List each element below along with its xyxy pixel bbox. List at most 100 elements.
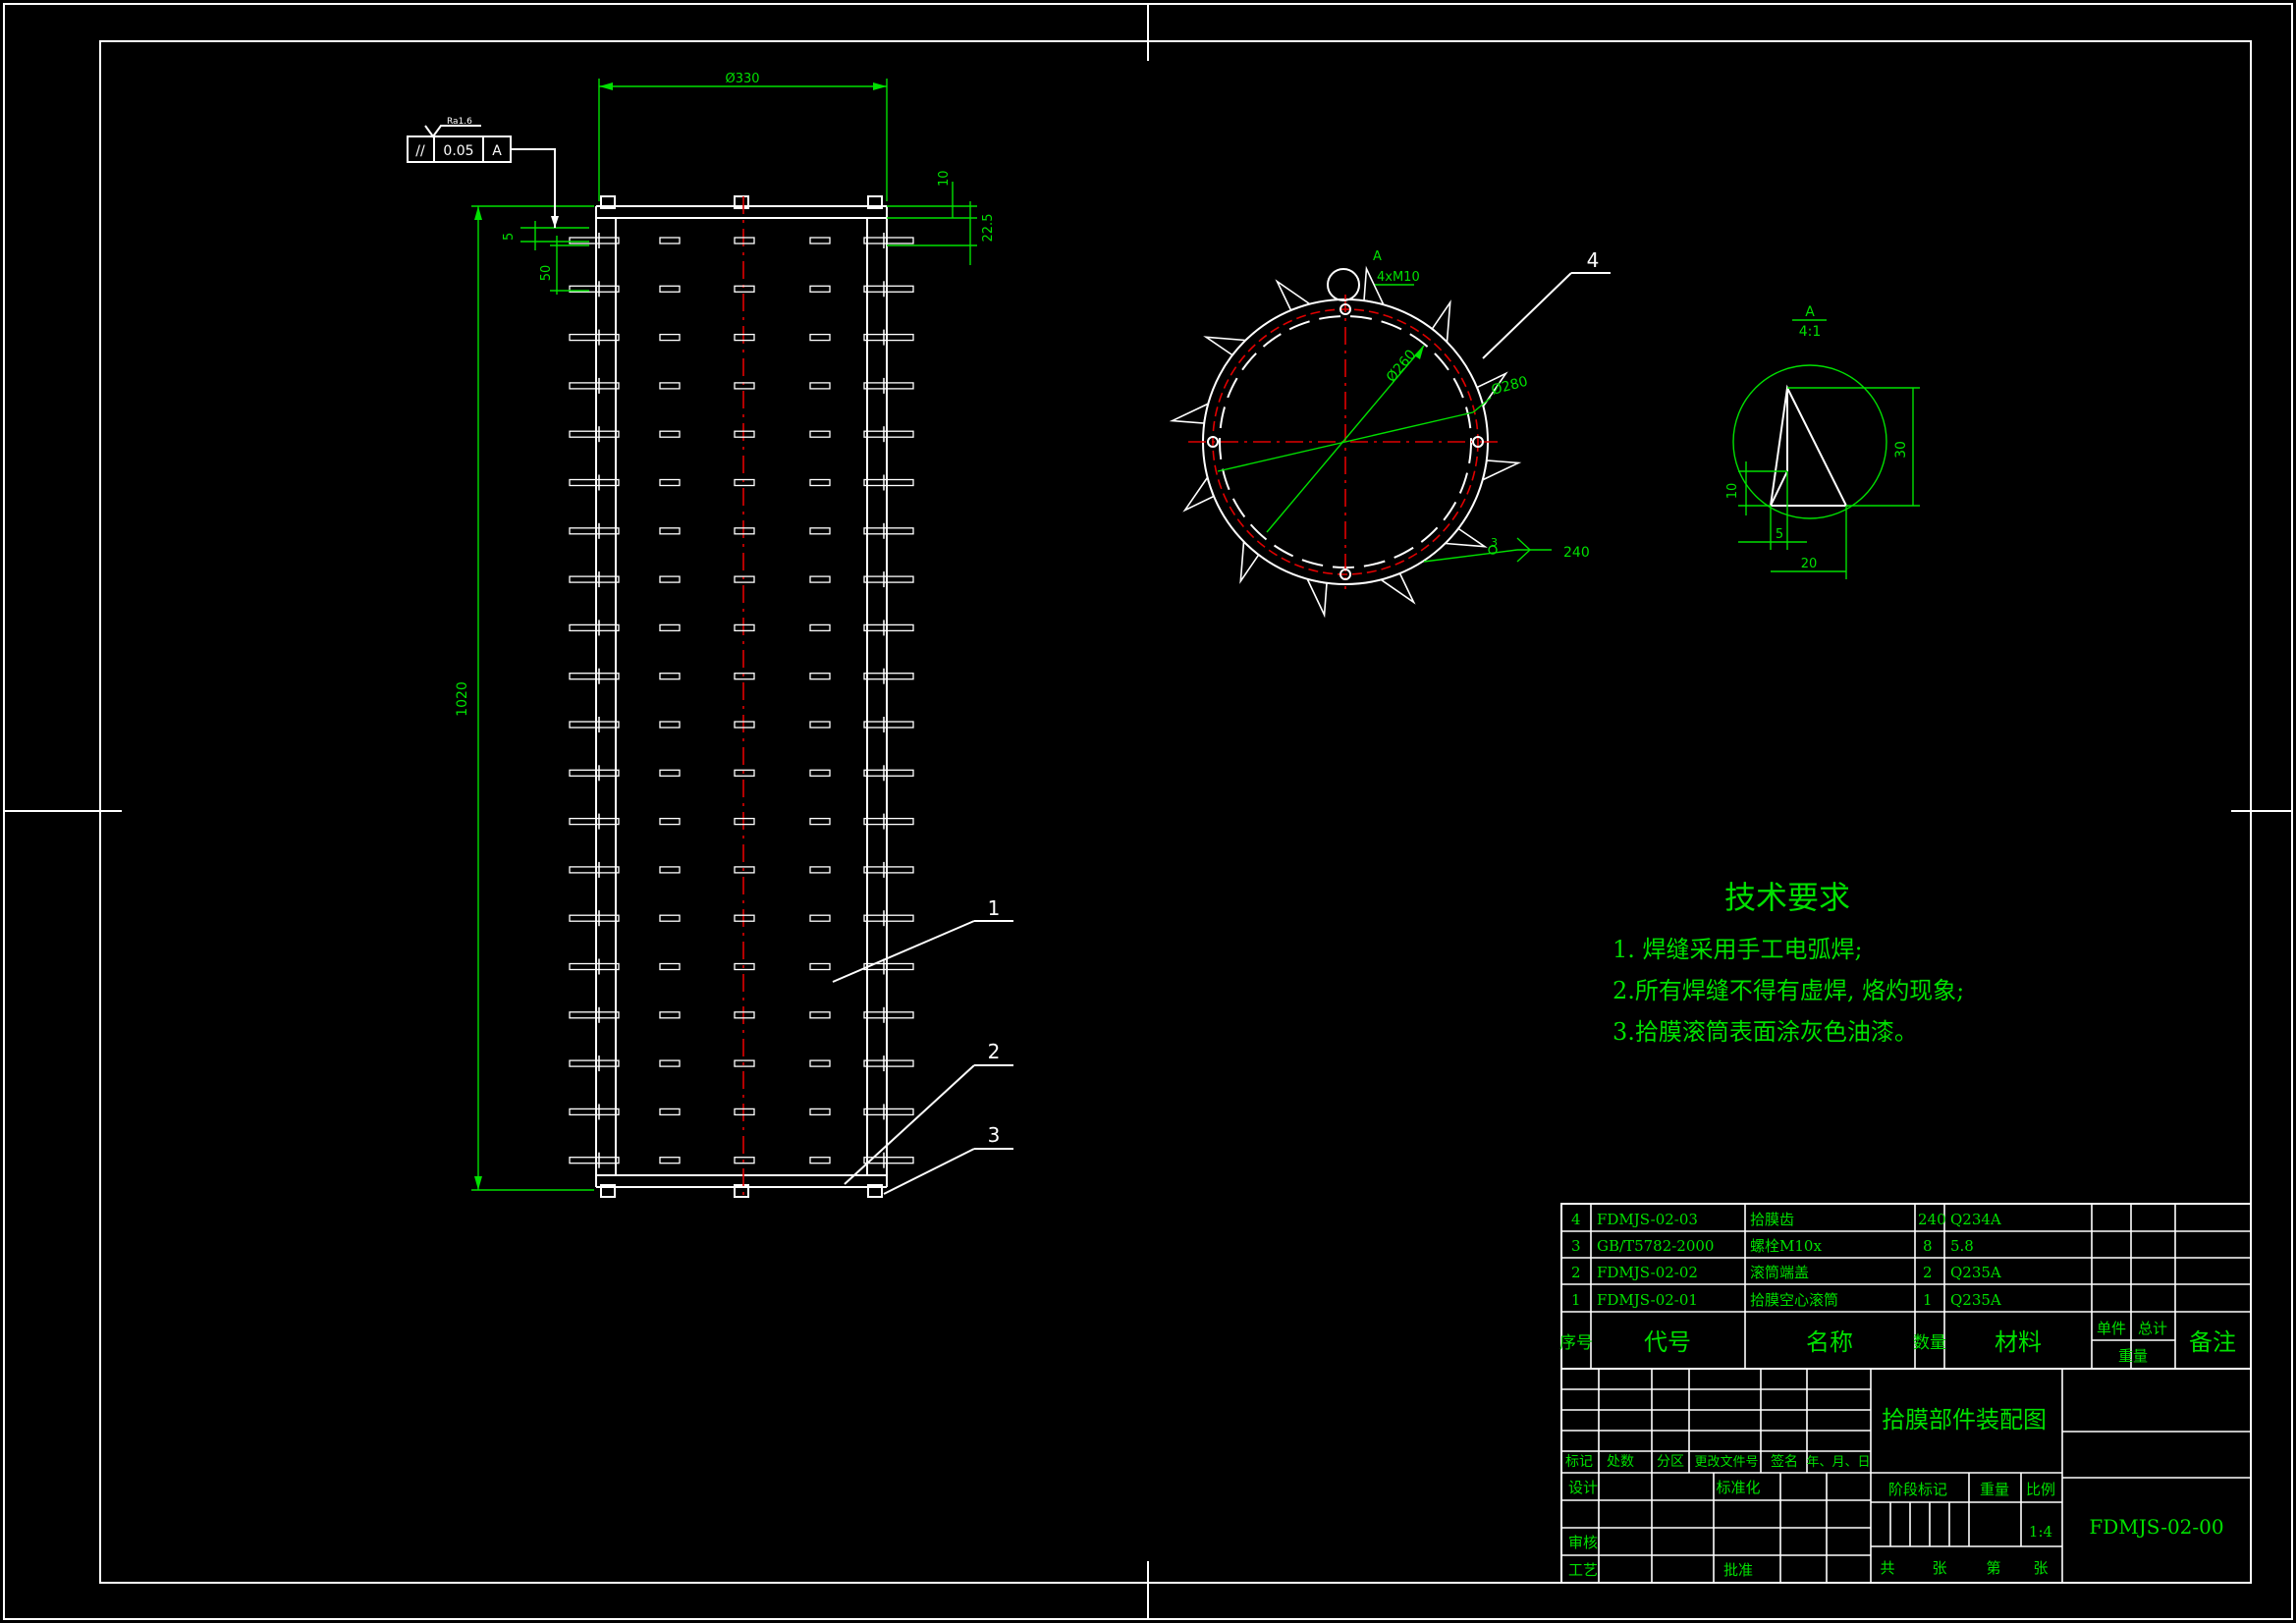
spike-5 bbox=[1182, 475, 1215, 513]
header-qty: 数量 bbox=[1913, 1333, 1946, 1353]
tooth-row-5-col-1 bbox=[659, 478, 681, 487]
tooth-row-11-col-3 bbox=[809, 769, 831, 777]
dim-22-5-label: 22.5 bbox=[981, 214, 996, 243]
datum-label: A bbox=[492, 143, 502, 159]
tooth-row-14-col-3 bbox=[809, 914, 831, 922]
tooth-row-10-col-4 bbox=[863, 721, 914, 729]
tb-weight: 重量 bbox=[1980, 1481, 2009, 1498]
title-block: 标记 处数 分区 更改文件号 签名 年、月、日 设计 标准化 审核 工艺 批准 … bbox=[1560, 1368, 2252, 1584]
tooth-row-4-col-1 bbox=[659, 430, 681, 438]
tooth-row-10-col-2 bbox=[734, 721, 755, 729]
detail-dim-20: 20 bbox=[1801, 557, 1818, 571]
tech-req-item-2: 2.所有焊缝不得有虚焊, 烙灼现象; bbox=[1613, 977, 1964, 1004]
drawing-title: 拾膜部件装配图 bbox=[1882, 1406, 2047, 1434]
bolt-label: 4xM10 bbox=[1377, 270, 1420, 285]
diameter-top-label: Ø330 bbox=[725, 72, 759, 86]
tooth-row-2-col-2 bbox=[734, 333, 755, 342]
tooth-row-1-col-3 bbox=[809, 285, 831, 293]
dim-50-label: 50 bbox=[539, 265, 554, 282]
spike-3 bbox=[1305, 578, 1328, 619]
drawing-number: FDMJS-02-00 bbox=[2089, 1515, 2223, 1539]
tooth-row-0-col-1 bbox=[659, 237, 681, 244]
part-row-3-material: Q235A bbox=[1950, 1291, 2001, 1309]
drum-side-view: A 4xM10 Ø260 Ø280 3 240 bbox=[1169, 249, 1590, 619]
balloon-4: 4 bbox=[1587, 248, 1600, 272]
tooth-row-5-col-0 bbox=[569, 478, 620, 487]
tooth-row-7-col-0 bbox=[569, 575, 620, 583]
tooth-row-4-col-3 bbox=[809, 430, 831, 438]
tooth-row-0-col-2 bbox=[734, 237, 755, 244]
tooth-row-17-col-2 bbox=[734, 1059, 755, 1067]
header-unit: 单件 bbox=[2097, 1320, 2126, 1337]
header-total: 总计 bbox=[2138, 1320, 2167, 1337]
tooth-row-11-col-1 bbox=[659, 769, 681, 777]
tooth-row-6-col-0 bbox=[569, 527, 620, 535]
tooth-row-19-col-0 bbox=[569, 1157, 620, 1164]
dim-10-label: 10 bbox=[937, 170, 952, 187]
d-outer-label: Ø280 bbox=[1490, 374, 1530, 399]
tooth-row-19-col-3 bbox=[809, 1157, 831, 1164]
tooth-row-13-col-0 bbox=[569, 866, 620, 874]
tooth-row-0-col-4 bbox=[863, 237, 914, 244]
tooth-row-8-col-2 bbox=[734, 623, 755, 632]
spike-1 bbox=[1444, 527, 1488, 548]
part-row-0-qty: 240 bbox=[1918, 1211, 1946, 1228]
tb-process: 工艺 bbox=[1568, 1561, 1598, 1579]
part-row-0-material: Q234A bbox=[1950, 1211, 2001, 1228]
tooth-row-14-col-4 bbox=[863, 914, 914, 922]
tooth-row-9-col-0 bbox=[569, 673, 620, 680]
header-no: 序号 bbox=[1559, 1333, 1593, 1353]
tech-req-item-1: 1. 焊缝采用手工电弧焊; bbox=[1613, 936, 1863, 963]
tooth-row-3-col-4 bbox=[863, 382, 914, 390]
sheet-border bbox=[3, 3, 2293, 1620]
tooth-row-16-col-4 bbox=[863, 1011, 914, 1019]
spike-10 bbox=[1431, 299, 1451, 344]
tooth-row-1-col-2 bbox=[734, 285, 755, 293]
tooth-row-15-col-0 bbox=[569, 962, 620, 971]
tooth-row-0-col-0 bbox=[569, 237, 620, 244]
detail-dim-30: 30 bbox=[1893, 441, 1909, 459]
tooth-row-5-col-4 bbox=[863, 478, 914, 487]
d-inner-label: Ø260 bbox=[1384, 347, 1420, 385]
spike-4 bbox=[1239, 540, 1260, 584]
tooth-row-16-col-1 bbox=[659, 1011, 681, 1019]
tooth-row-14-col-0 bbox=[569, 914, 620, 922]
spike-6 bbox=[1169, 402, 1209, 424]
tooth-row-1-col-4 bbox=[863, 285, 914, 293]
tb-approve: 批准 bbox=[1723, 1561, 1753, 1579]
tooth-row-15-col-2 bbox=[734, 962, 755, 971]
height-total-label: 1020 bbox=[455, 681, 470, 717]
tooth-row-7-col-4 bbox=[863, 575, 914, 583]
tooth-row-19-col-4 bbox=[863, 1157, 914, 1164]
tooth-row-2-col-4 bbox=[863, 333, 914, 342]
tolerance-symbol: // bbox=[415, 143, 425, 159]
teeth-rows bbox=[569, 233, 914, 1168]
balloon-3: 3 bbox=[988, 1123, 1001, 1147]
tooth-row-16-col-2 bbox=[734, 1011, 755, 1019]
header-note: 备注 bbox=[2189, 1328, 2236, 1356]
detail-dim-5: 5 bbox=[1776, 527, 1783, 542]
part-row-0-code: FDMJS-02-03 bbox=[1597, 1211, 1698, 1228]
header-name: 名称 bbox=[1806, 1328, 1853, 1356]
part-row-3-no: 1 bbox=[1571, 1291, 1581, 1309]
tooth-row-13-col-4 bbox=[863, 866, 914, 874]
tooth-row-13-col-1 bbox=[659, 866, 681, 874]
tooth-row-2-col-3 bbox=[809, 333, 831, 342]
detail-view-label: A bbox=[1805, 304, 1815, 320]
tooth-row-3-col-1 bbox=[659, 382, 681, 390]
tooth-row-10-col-1 bbox=[659, 721, 681, 729]
tooth-row-4-col-2 bbox=[734, 430, 755, 438]
part-row-1-material: 5.8 bbox=[1950, 1237, 1974, 1255]
part-row-2-qty: 2 bbox=[1923, 1264, 1933, 1281]
tooth-row-2-col-0 bbox=[569, 333, 620, 342]
tb-total-sheets: 共 bbox=[1880, 1559, 1894, 1577]
tooth-row-15-col-4 bbox=[863, 962, 914, 971]
tooth-row-1-col-0 bbox=[569, 285, 620, 293]
detail-label-on-view: A bbox=[1373, 249, 1382, 264]
part-row-2-name: 滚筒端盖 bbox=[1750, 1264, 1809, 1281]
tooth-row-12-col-2 bbox=[734, 817, 755, 826]
tb-scale: 比例 bbox=[2026, 1481, 2055, 1498]
part-balloons: 1 2 3 4 bbox=[832, 248, 1611, 1195]
tooth-row-2-col-1 bbox=[659, 333, 681, 342]
